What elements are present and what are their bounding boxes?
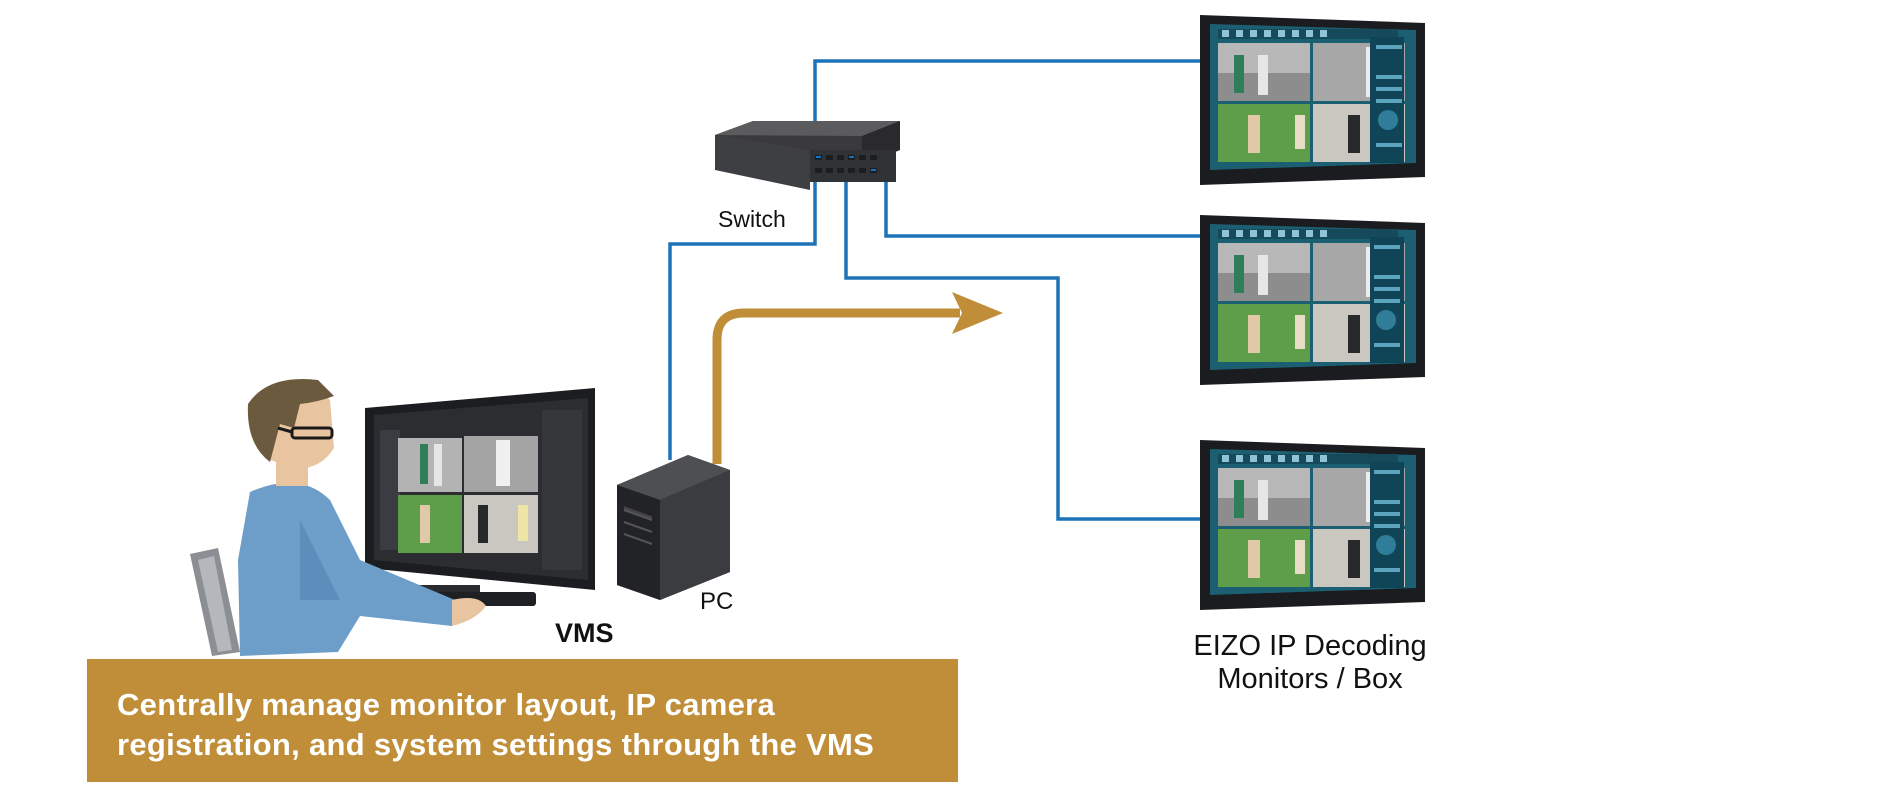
pc-label: PC bbox=[700, 588, 734, 615]
person-operator-icon bbox=[190, 379, 486, 656]
pc-tower-icon bbox=[617, 455, 730, 600]
banner-text: Centrally manage monitor layout, IP came… bbox=[117, 687, 875, 762]
cable-pc-to-switch bbox=[668, 160, 817, 460]
vms-monitor-icon bbox=[365, 388, 595, 606]
cable-switch-to-monitor-3 bbox=[844, 168, 1200, 521]
control-arrow bbox=[712, 292, 1003, 464]
decoding-monitor-icon bbox=[1200, 440, 1425, 610]
switch-label: Switch bbox=[718, 206, 786, 232]
vms-label: VMS bbox=[555, 618, 614, 648]
cable-switch-to-monitor-2 bbox=[884, 170, 1200, 238]
decoding-monitor-icon bbox=[1200, 15, 1425, 185]
description-banner: Centrally manage monitor layout, IP came… bbox=[87, 659, 958, 782]
decoding-monitor-icon bbox=[1200, 215, 1425, 385]
network-switch-icon bbox=[715, 121, 900, 190]
decoding-monitors-label: EIZO IP Decoding Monitors / Box bbox=[1193, 630, 1427, 695]
